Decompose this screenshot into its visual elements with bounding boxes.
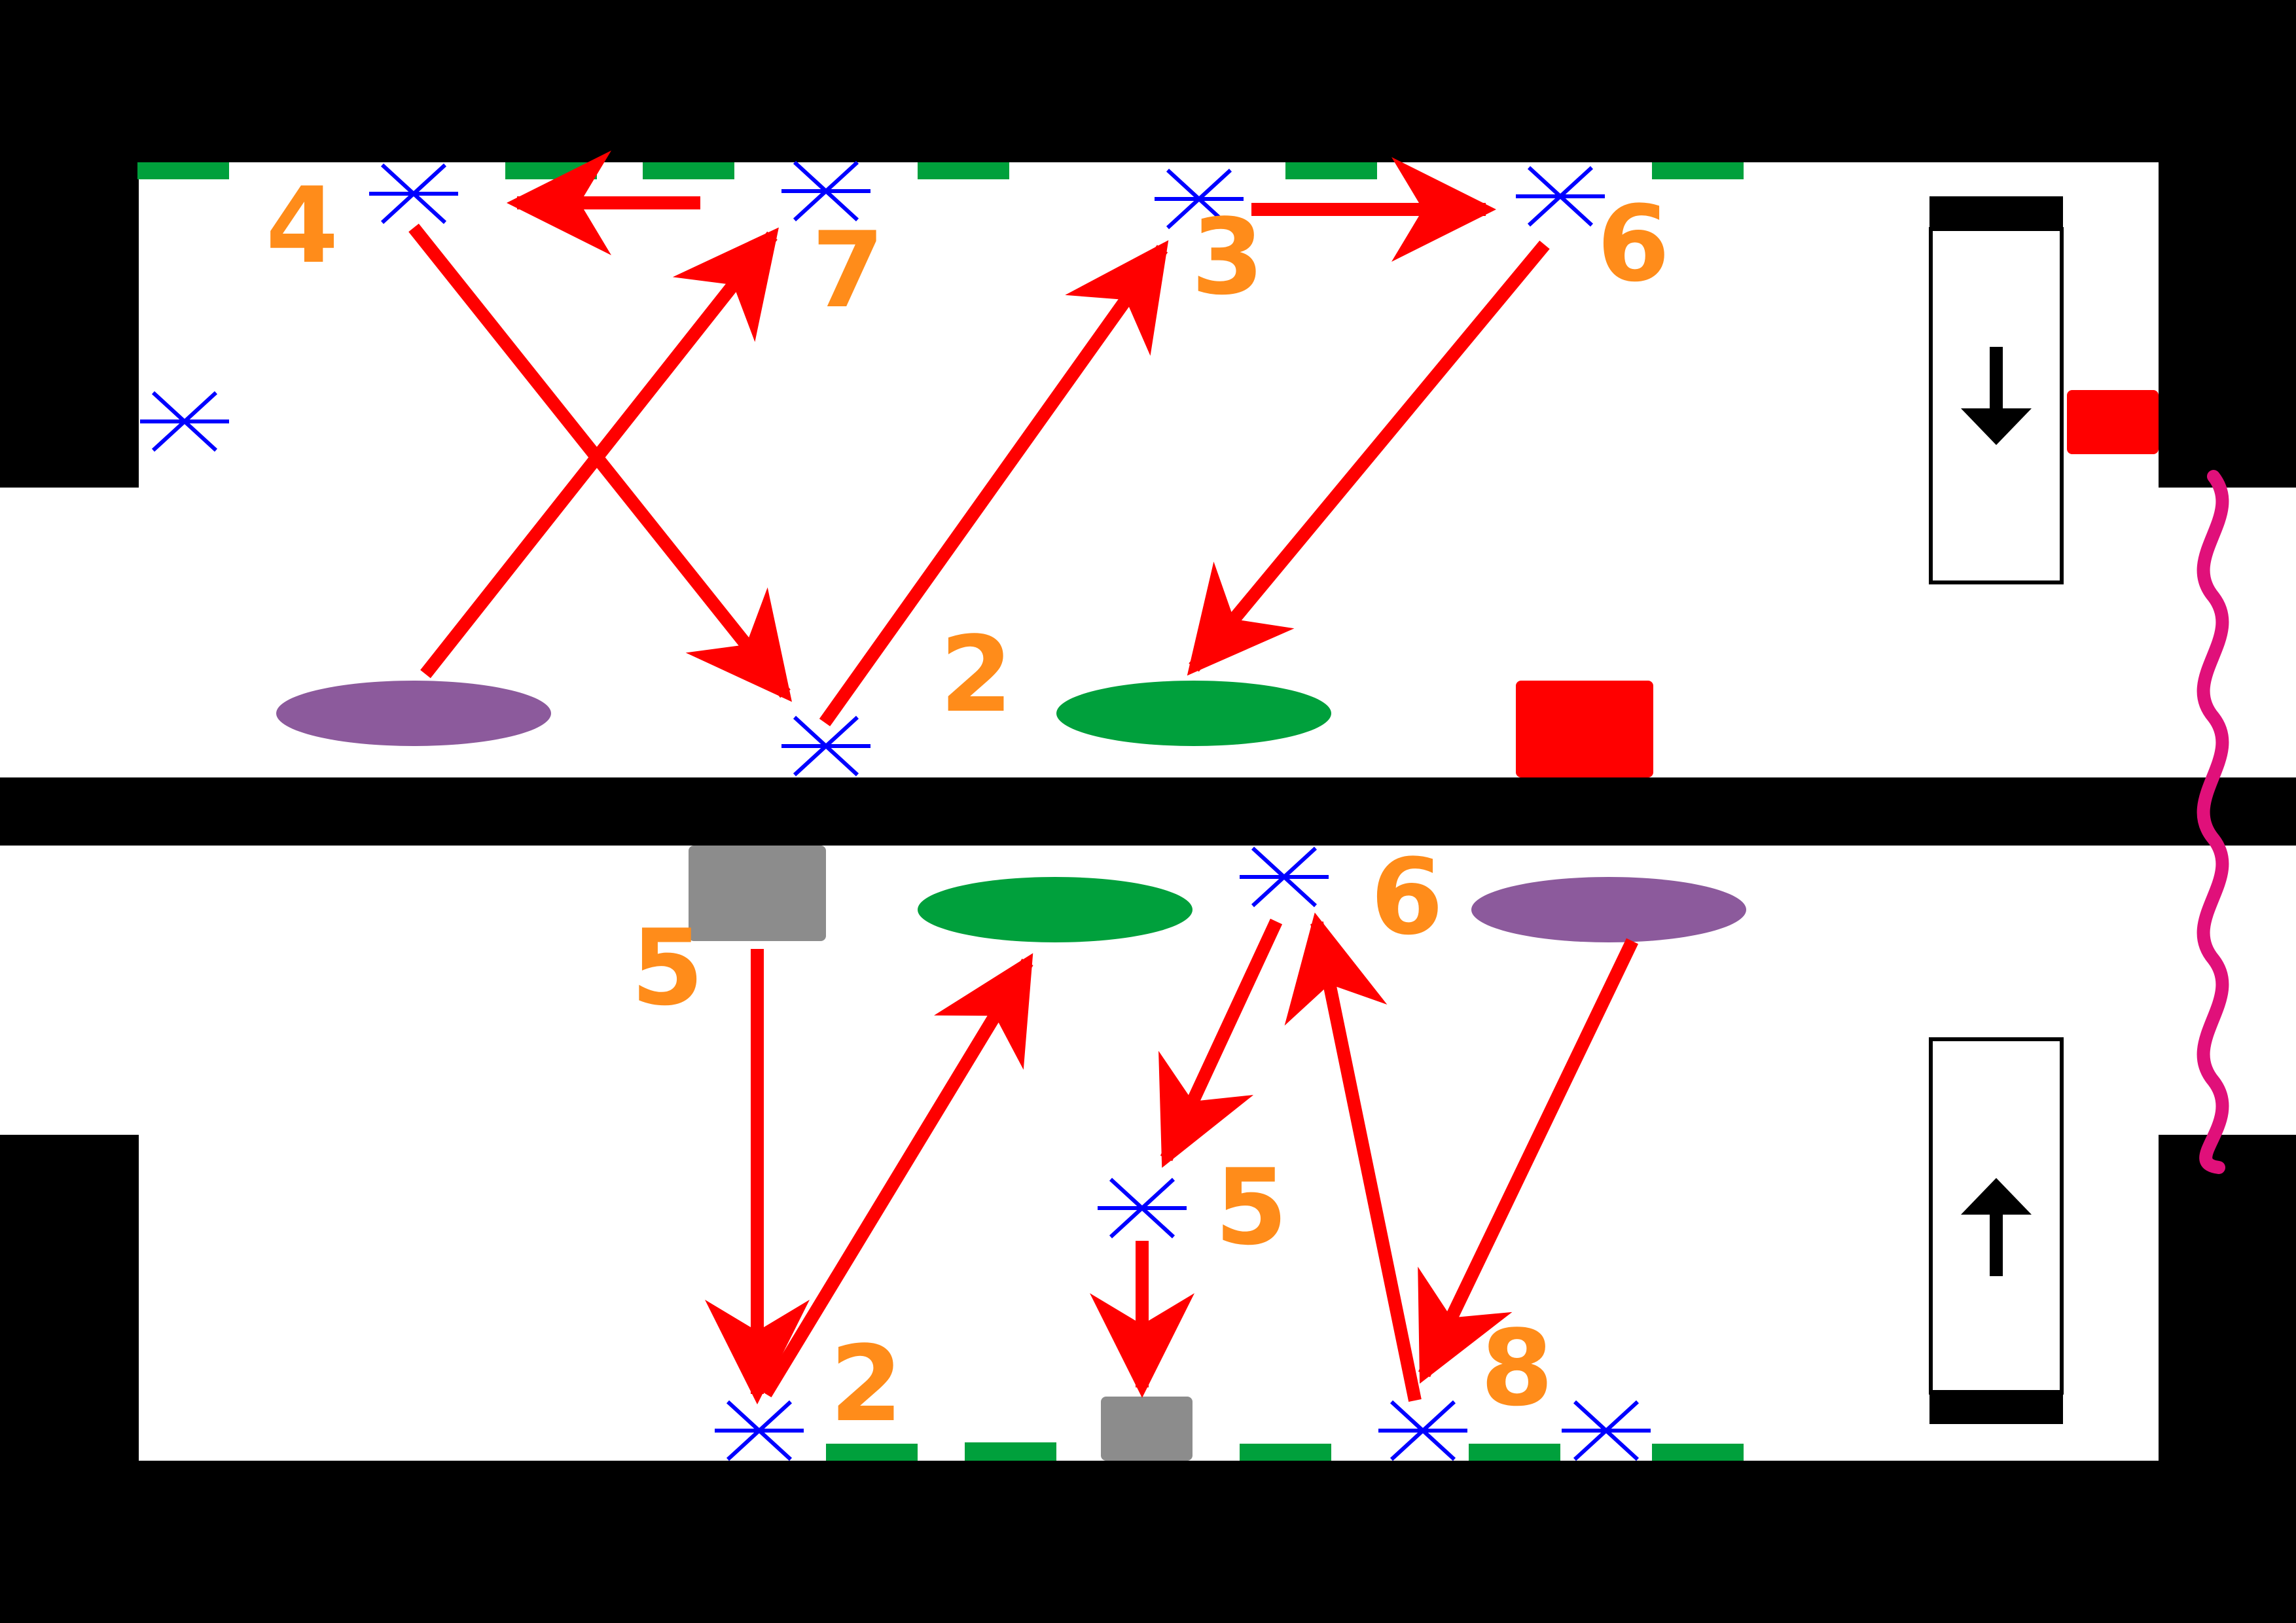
label-top-3: 3 — [1191, 196, 1264, 318]
bottom-green-strips — [826, 1442, 1744, 1461]
label-top-2: 2 — [940, 613, 1013, 736]
arrow-6-to-green — [1187, 240, 1550, 676]
label-bottom-2: 2 — [830, 1323, 903, 1445]
arrow-6-to-5 — [1158, 918, 1283, 1168]
green-disc-top — [1056, 681, 1331, 746]
arrow-4-to-top2 — [408, 223, 792, 702]
green-disc-bottom — [918, 877, 1193, 942]
asterisk-cross-icon — [715, 1402, 804, 1459]
arrow-top2-to-3 — [819, 240, 1169, 726]
left-upper-wall — [0, 0, 139, 488]
red-block-wall — [2067, 390, 2159, 454]
middle-divider — [0, 777, 2296, 846]
asterisk-cross-icon — [1098, 1179, 1187, 1237]
arrow-up-icon — [1961, 1178, 2032, 1276]
top-green-strips — [137, 162, 1744, 179]
asterisk-cross-icon — [781, 717, 870, 775]
wavy-line — [2197, 470, 2229, 1174]
label-bottom-6: 6 — [1371, 836, 1443, 958]
label-bottom-5-mid: 5 — [1215, 1146, 1287, 1268]
label-top-6: 6 — [1597, 183, 1670, 305]
purple-disc-top — [276, 681, 551, 746]
top-wall — [0, 0, 2296, 162]
red-block-floor — [1516, 681, 1653, 777]
arrow-purple-to-8 — [1418, 938, 1639, 1384]
arrow-bottom2-to-green — [760, 953, 1033, 1398]
top-right-panel — [1929, 196, 2064, 584]
transition-arrows — [408, 151, 1639, 1404]
arrow-down-icon — [1961, 347, 2032, 445]
gray-block-floor — [1101, 1397, 1193, 1461]
bottom-wall — [0, 1461, 2296, 1623]
label-top-4: 4 — [266, 164, 338, 287]
asterisk-cross-icon — [1378, 1402, 1467, 1459]
arrow-8-to-6 — [1284, 912, 1422, 1402]
label-bottom-5-left: 5 — [631, 906, 704, 1029]
asterisk-cross-icon — [1240, 848, 1329, 906]
asterisk-cross-icon — [1516, 168, 1605, 225]
asterisk-cross-icon — [369, 165, 458, 223]
bottom-right-panel — [1929, 1037, 2064, 1424]
label-top-7: 7 — [812, 209, 884, 331]
right-upper-wall — [2159, 0, 2296, 488]
label-bottom-8: 8 — [1480, 1307, 1553, 1429]
gray-block-ceiling — [689, 846, 826, 941]
asterisk-cross-icon — [1562, 1402, 1651, 1459]
purple-disc-bottom — [1471, 877, 1746, 942]
asterisk-cross-icon — [140, 393, 229, 450]
